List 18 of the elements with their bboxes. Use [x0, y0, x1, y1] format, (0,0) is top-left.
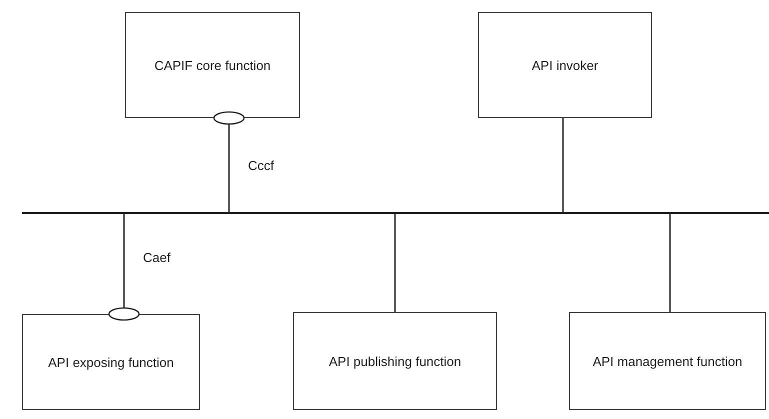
- function-box: [293, 312, 497, 410]
- edge-label: Caef: [141, 250, 172, 265]
- function-box: [22, 314, 200, 410]
- box-label: API invoker: [530, 58, 600, 72]
- connector-line: [108, 214, 140, 321]
- bus-line: [22, 212, 769, 214]
- box-label: CAPIF core function: [153, 58, 272, 72]
- box-label: API management function: [592, 354, 744, 368]
- connector-line: [213, 111, 245, 212]
- connector-line: [669, 214, 671, 312]
- function-box: [478, 12, 652, 118]
- box-label: API publishing function: [328, 354, 462, 368]
- connector-line: [562, 118, 564, 212]
- box-label: API exposing function: [47, 354, 175, 370]
- connector-line: [394, 214, 396, 312]
- edge-label: Cccf: [246, 158, 276, 173]
- function-box: [125, 12, 300, 118]
- function-box: [569, 312, 766, 410]
